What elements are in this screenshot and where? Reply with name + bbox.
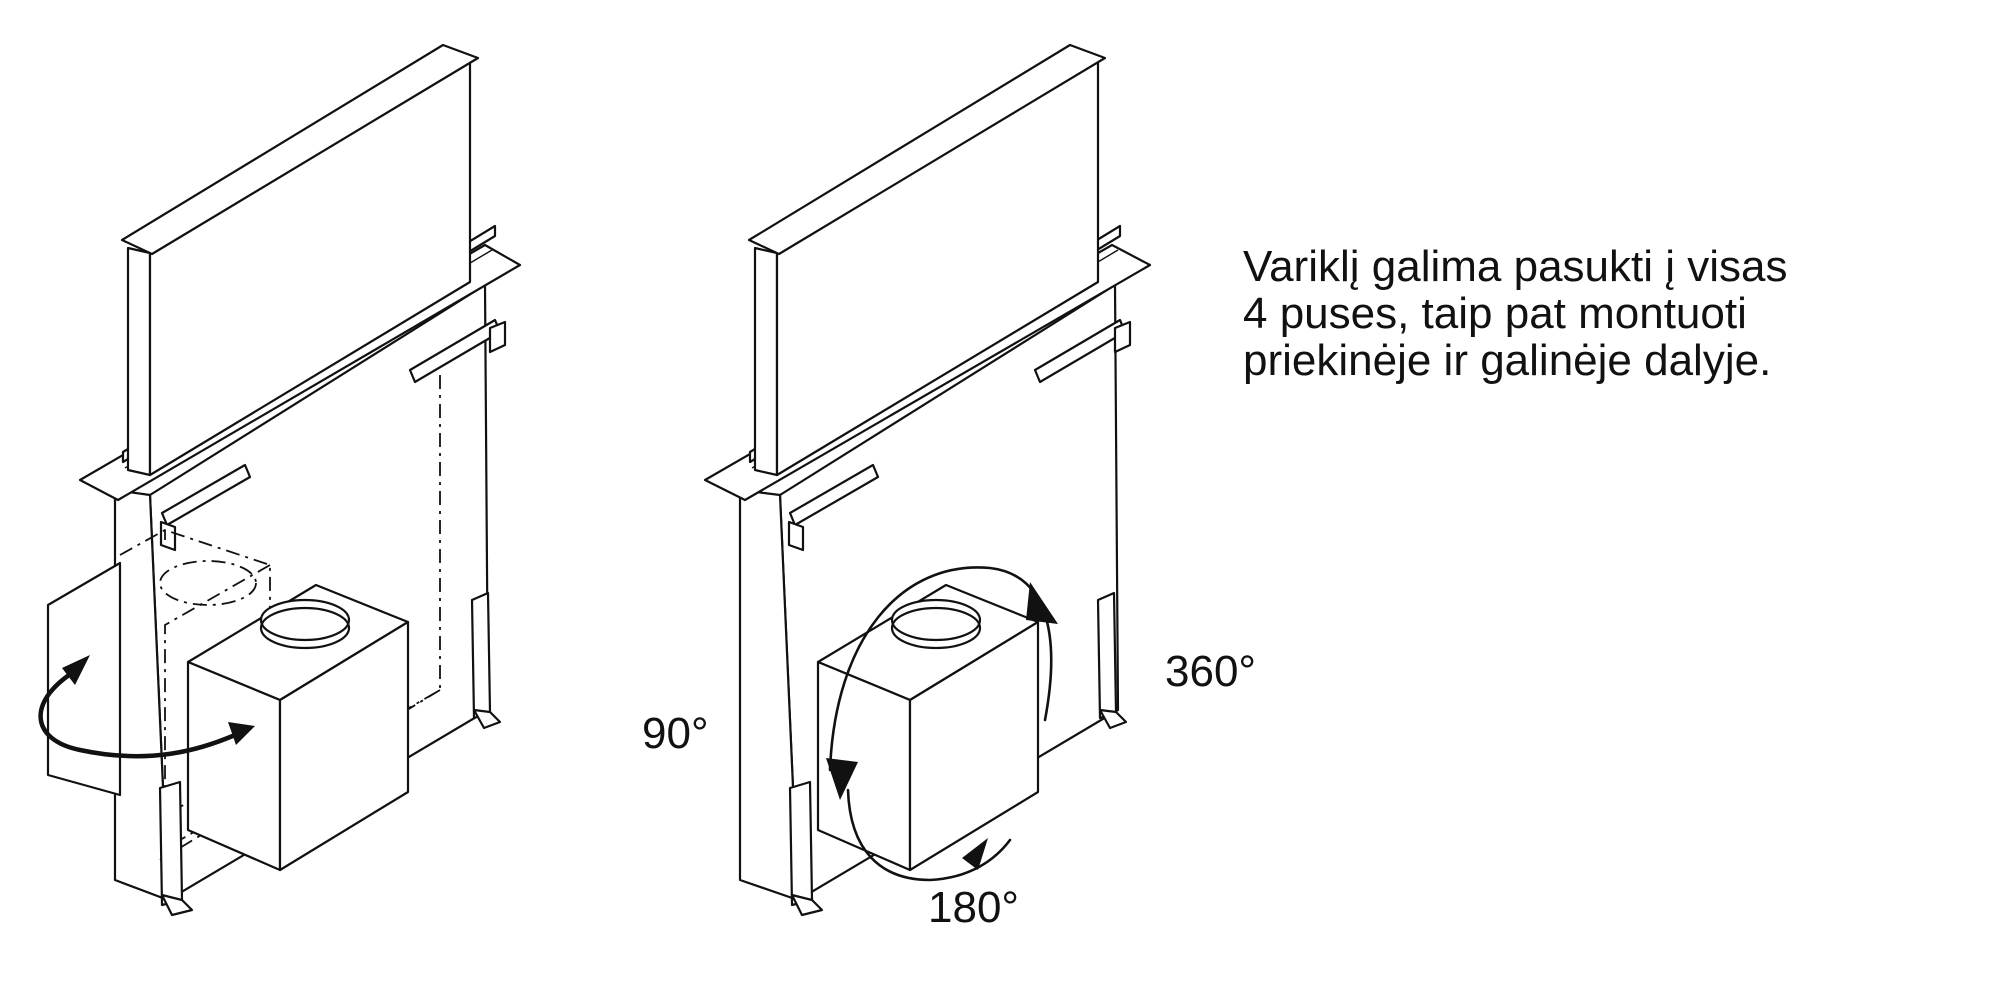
- arrow-head-right: [228, 722, 255, 745]
- motor-original-position: [46, 561, 122, 797]
- motor-port: [259, 598, 351, 642]
- clip-top-right: [488, 320, 507, 354]
- ghost-motor-outline: [119, 529, 271, 813]
- arrow-head-180: [962, 838, 988, 870]
- caption-line-3: priekinėje ir galinėje dalyje.: [1243, 336, 1772, 385]
- foot-left-2: [788, 780, 814, 907]
- glass-top-edge: [120, 43, 480, 256]
- angle-label-90: 90°: [642, 709, 709, 758]
- clip-top-right-2: [1113, 320, 1132, 354]
- bracket-front: [160, 463, 252, 527]
- foot-left-base: [160, 893, 194, 917]
- arrow-head-left: [62, 655, 90, 685]
- glass-panel: [126, 246, 152, 477]
- foot-left-base-2: [790, 893, 824, 917]
- foot-right-base-2: [1098, 708, 1128, 730]
- motor-port-rim: [259, 606, 351, 650]
- right-unit-drawing: 90° 180° 360°: [642, 43, 1256, 932]
- motor-port-rim-2: [890, 606, 982, 650]
- angle-label-360: 360°: [1165, 647, 1256, 696]
- foot-right: [470, 591, 492, 720]
- left-unit-drawing: [38, 43, 522, 917]
- motor-side-face: [278, 620, 410, 872]
- instruction-caption: Variklį galima pasukti į visas 4 puses, …: [1243, 243, 1963, 384]
- clip-front-left: [159, 520, 177, 552]
- clip-front-left-2: [787, 520, 805, 552]
- glass-top-edge-2: [747, 43, 1107, 256]
- glass-panel-2: [753, 246, 779, 477]
- foot-right-2: [1096, 591, 1118, 720]
- arrow-head-90: [826, 758, 858, 800]
- ghost-motor-port: [159, 560, 257, 606]
- rotation-arrow: [38, 665, 238, 759]
- angle-label-180: 180°: [928, 883, 1019, 932]
- arrow-head-360: [1026, 582, 1058, 624]
- rotation-arc-180: [846, 788, 1012, 882]
- motor-side-face-2: [908, 620, 1040, 872]
- caption-line-2: 4 puses, taip pat montuoti: [1243, 289, 1747, 338]
- caption-line-1: Variklį galima pasukti į visas: [1243, 242, 1788, 291]
- bracket-front-2: [788, 463, 880, 527]
- foot-right-base: [472, 708, 502, 730]
- foot-left: [158, 780, 184, 907]
- rotation-arc-360: [828, 566, 1053, 772]
- motor-port-2: [890, 598, 982, 642]
